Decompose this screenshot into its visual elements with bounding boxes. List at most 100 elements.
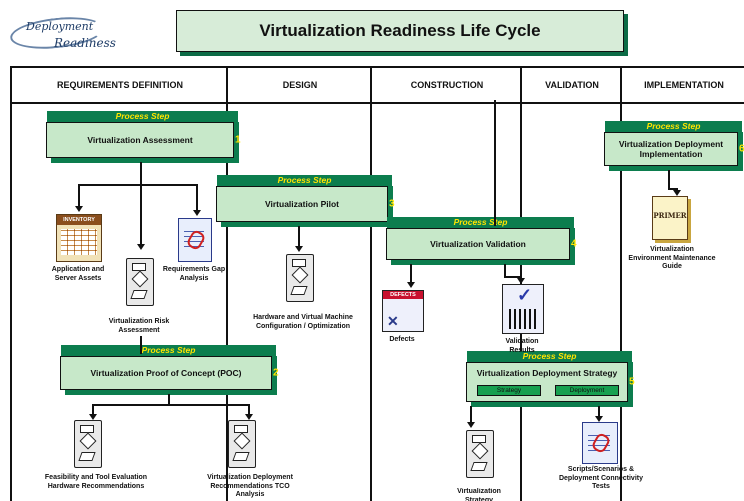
connector: [92, 404, 250, 406]
checkmark-icon: ✓: [517, 285, 533, 305]
connector: [598, 406, 600, 418]
validation-chart-icon: ✓: [502, 284, 544, 334]
phase-design: DESIGN: [282, 79, 318, 90]
document-with-clip-icon: [582, 422, 618, 464]
defects-badge: DEFECTS: [383, 291, 423, 299]
connector: [78, 184, 198, 186]
project-template-icon: [126, 258, 154, 306]
doc-lines: [184, 227, 204, 251]
logo-line-1: Deployment: [26, 20, 94, 33]
template-diamond: [233, 432, 251, 450]
process-step-label: Virtualization Validation: [430, 239, 526, 249]
template-parallelogram: [130, 290, 148, 299]
x-mark-icon: ✕: [387, 313, 399, 329]
process-step-header: Process Step: [387, 217, 574, 228]
arrow-down-icon: [595, 416, 603, 422]
connector: [470, 406, 472, 424]
template-rect: [80, 425, 94, 433]
connector: [140, 336, 142, 354]
process-step-6: Process Step Virtualization Deployment I…: [604, 121, 744, 166]
project-template-icon: [466, 430, 494, 478]
deploy-rec-caption: Virtualization Deployment Recommendation…: [207, 474, 293, 498]
strategy-chip: Strategy: [477, 385, 541, 396]
connector: [92, 404, 94, 416]
connector: [196, 184, 198, 212]
process-step-1: Process Step Virtualization Assessment 1: [46, 111, 241, 158]
connector: [140, 162, 142, 184]
document-with-clip-icon: [178, 218, 212, 262]
defects-report-icon: DEFECTS ✕: [382, 290, 424, 332]
primer-book-icon: PRIMER: [652, 196, 688, 240]
template-parallelogram: [290, 286, 308, 295]
connector: [504, 264, 506, 276]
template-rect: [234, 425, 248, 433]
arrow-down-icon: [673, 190, 681, 196]
risk-caption: Virtualization Risk Assessment: [108, 318, 170, 334]
process-step-header: Process Step: [61, 345, 276, 356]
process-step-5: Process Step Virtualization Deployment S…: [466, 351, 635, 402]
arrow-down-icon: [517, 278, 525, 284]
connector: [410, 264, 412, 284]
process-step-label: Virtualization Deployment Implementation: [618, 139, 724, 159]
arrow-down-icon: [245, 414, 253, 420]
validation-results-caption: Validation Results: [505, 338, 539, 354]
template-parallelogram: [78, 452, 96, 461]
diagram-title: Virtualization Readiness Life Cycle: [176, 10, 624, 52]
connector: [494, 100, 496, 226]
gap-caption: Requirements Gap Analysis: [162, 266, 226, 282]
arrow-down-icon: [295, 246, 303, 252]
phase-construction: CONSTRUCTION: [410, 79, 484, 90]
deployment-chip: Deployment: [555, 385, 619, 396]
connector: [298, 226, 300, 248]
phase-header-row: REQUIREMENTS DEFINITION DESIGN CONSTRUCT…: [10, 66, 744, 104]
template-diamond: [291, 266, 309, 284]
logo-line-2: Readiness: [54, 36, 116, 50]
connector: [504, 276, 522, 278]
doc-lines: [588, 431, 610, 455]
process-step-number: 3: [389, 198, 395, 210]
project-template-icon: [74, 420, 102, 468]
process-step-header: Process Step: [47, 111, 238, 122]
template-rect: [472, 435, 486, 443]
template-rect: [132, 263, 146, 271]
process-step-label: Virtualization Assessment: [87, 135, 193, 145]
connector: [168, 394, 170, 404]
connector: [140, 184, 142, 246]
deployment-readiness-logo: Deployment Readiness: [8, 13, 122, 54]
arrow-down-icon: [193, 210, 201, 216]
template-parallelogram: [232, 452, 250, 461]
maintenance-caption: Virtualization Environment Maintenance G…: [628, 246, 716, 270]
inventory-spreadsheet-icon: INVENTORY: [56, 214, 102, 262]
process-step-label: Virtualization Pilot: [265, 199, 339, 209]
connector: [668, 170, 670, 190]
scripts-caption: Scripts/Scenarios & Deployment Connectiv…: [558, 466, 643, 490]
primer-badge: PRIMER: [653, 211, 687, 220]
inventory-grid: [61, 229, 97, 255]
process-step-number: 4: [571, 238, 577, 250]
process-step-label: Virtualization Deployment Strategy: [476, 368, 618, 378]
divider-design: [226, 66, 228, 501]
divider-implementation: [620, 66, 622, 501]
process-step-number: 2: [273, 367, 279, 379]
process-step-number: 5: [629, 376, 635, 388]
arrow-down-icon: [407, 282, 415, 288]
process-step-label: Virtualization Proof of Concept (POC): [90, 368, 242, 378]
template-diamond: [471, 442, 489, 460]
connector: [668, 188, 678, 190]
arrow-down-icon: [75, 206, 83, 212]
app-assets-caption: Application and Server Assets: [51, 266, 105, 282]
process-step-number: 6: [739, 143, 744, 155]
process-step-4: Process Step Virtualization Validation 4: [386, 217, 577, 260]
process-step-header: Process Step: [217, 175, 392, 186]
project-template-icon: [228, 420, 256, 468]
strategy-doc-caption: Virtualization Strategy: [457, 488, 501, 501]
process-step-2: Process Step Virtualization Proof of Con…: [60, 345, 279, 390]
phase-validation: VALIDATION: [545, 79, 599, 90]
phase-implementation: IMPLEMENTATION: [644, 79, 724, 90]
template-diamond: [131, 270, 149, 288]
arrow-down-icon: [89, 414, 97, 420]
hw-config-caption: Hardware and Virtual Machine Configurati…: [253, 314, 353, 330]
bar-graph-icon: [509, 309, 537, 329]
divider-construction: [370, 66, 372, 501]
inventory-badge: INVENTORY: [57, 215, 101, 225]
